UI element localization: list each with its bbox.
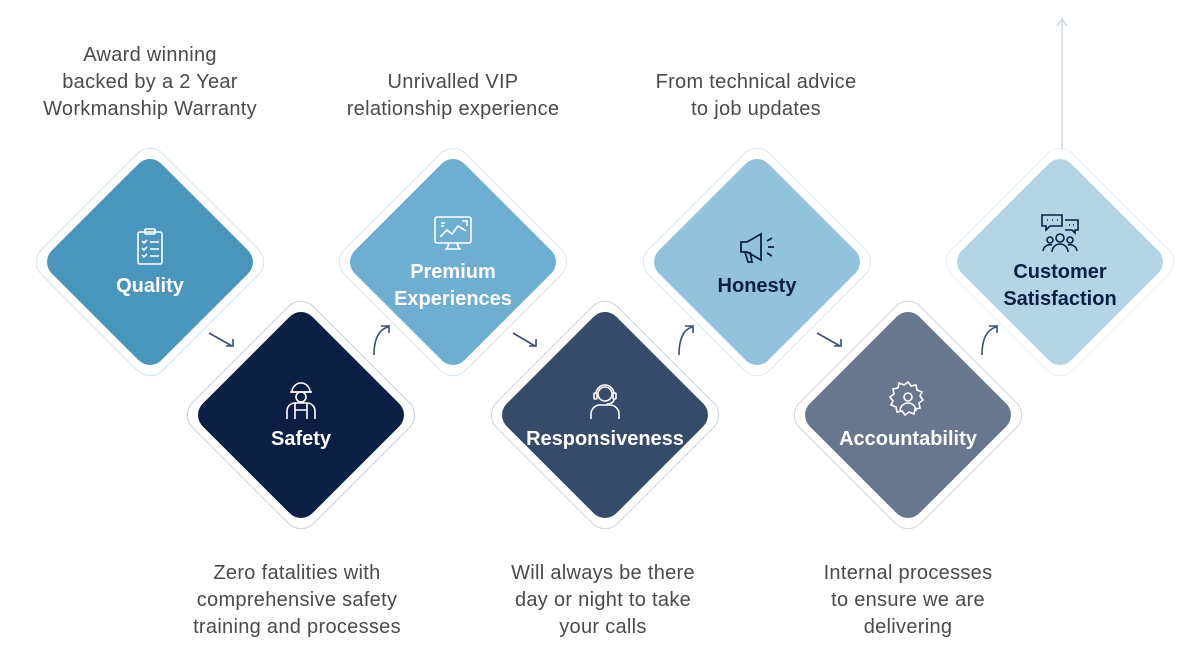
connector-responsiveness-honesty [678,325,694,356]
connector-quality-safety [208,332,234,347]
step-label: Quality [116,274,184,297]
step-accountability: Accountability [786,293,1030,537]
caption-accountability: Internal processes to ensure we are deli… [823,562,993,638]
megaphone-icon [740,231,774,263]
gear-person-icon [888,380,925,416]
step-label: Customer Satisfaction [1003,261,1117,310]
step-safety: Safety [179,293,423,537]
customer-chat-group-icon [1041,214,1079,253]
construction-worker-icon [286,381,316,419]
step-honesty: Honesty [635,140,879,384]
caption-honesty: From technical advice to job updates [655,71,857,120]
step-customer-satisfaction: Customer Satisfaction [938,140,1182,384]
step-quality: Quality [28,140,272,384]
caption-quality: Award winning backed by a 2 Year Workman… [43,44,257,120]
step-label: Honesty [717,274,797,297]
clipboard-checklist-icon [137,227,163,265]
headset-agent-icon [590,383,620,419]
step-label: Responsiveness [526,427,684,450]
connector-safety-premium [373,325,390,356]
connector-honesty-accountability [816,332,842,347]
caption-premium-experiences: Unrivalled VIP relationship experience [346,71,560,120]
step-label: Accountability [839,427,977,450]
connector-accountability-satisfaction [981,325,998,356]
caption-responsiveness: Will always be there day or night to tak… [511,562,695,638]
step-responsiveness: Responsiveness [483,293,727,537]
step-label: Premium Experiences [394,261,512,310]
step-premium-experiences: Premium Experiences [331,140,575,384]
monitor-chart-icon [434,216,472,250]
caption-safety: Zero fatalities with comprehensive safet… [193,562,401,638]
connector-premium-responsiveness [512,332,537,347]
step-label: Safety [270,427,332,450]
top-right-arrow [1056,17,1068,150]
